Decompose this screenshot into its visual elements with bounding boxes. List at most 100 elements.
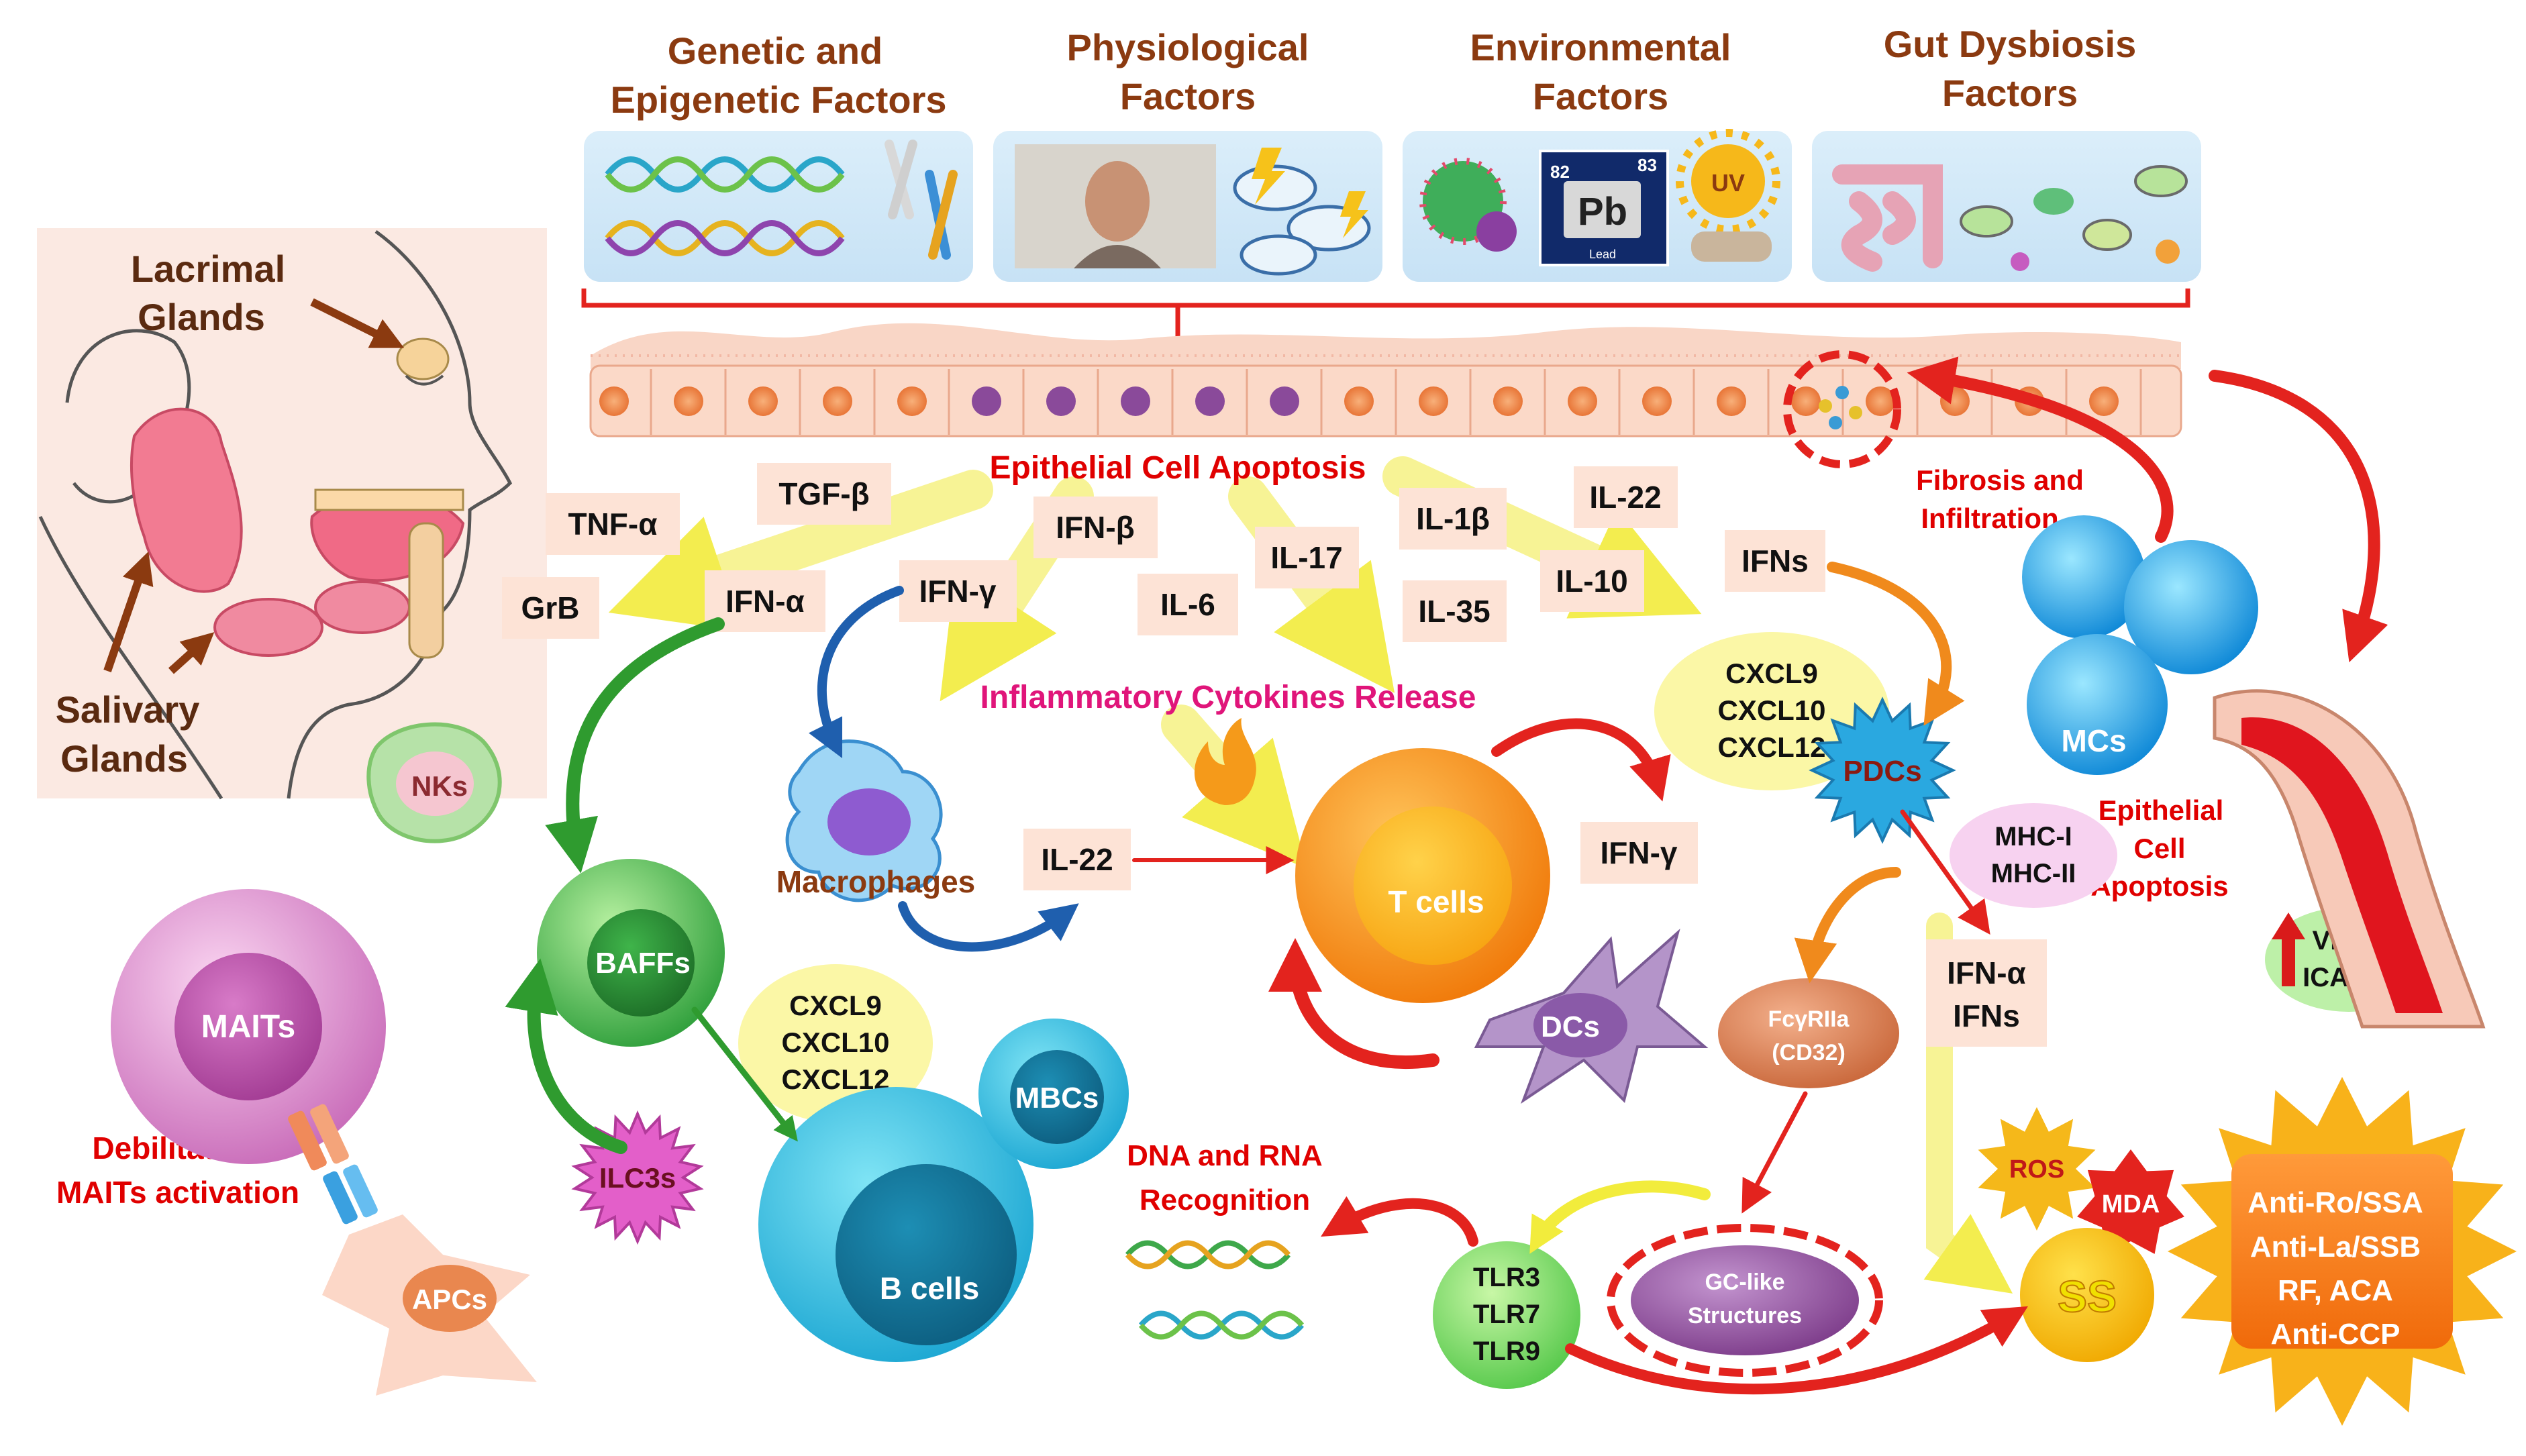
cytokine-ifna-ifns-line1: IFN-α [1947, 955, 2026, 990]
factor-genetic-line1: Genetic and [668, 30, 883, 72]
macrophage-label: Macrophages [776, 864, 976, 899]
apc-label: APCs [412, 1284, 487, 1315]
salivary-arrow-2 [168, 632, 215, 674]
epithelium [589, 323, 2182, 437]
cytokine-il22-mid-label: IL-22 [1041, 842, 1113, 877]
epithelial-cell-nucleus [1195, 386, 1225, 416]
tcr-receptor-icon [288, 1104, 378, 1225]
cytokine-ifna-label: IFN-α [725, 584, 805, 619]
factor-physiological-line1: Physiological [1067, 26, 1309, 68]
baff-cell: BAFFs [537, 859, 725, 1047]
cytokine-ifna-ifns-line2: IFNs [1953, 998, 2020, 1033]
lacrimal-gland [396, 337, 450, 386]
chemokine-left: CXCL9 CXCL10 CXCL12 [738, 964, 933, 1123]
t-cell-label: T cells [1388, 884, 1484, 919]
flame-icon [1194, 718, 1256, 805]
tlr-line1: TLR3 [1473, 1263, 1540, 1292]
up-arrow-icon [2272, 913, 2305, 986]
lacrimal-label: Lacrimal Glands [131, 248, 285, 338]
cytokine-grb: GrB [502, 577, 599, 639]
b-cell: B cells [758, 1087, 1033, 1362]
factor-genetic: Genetic and Epigenetic Factors [610, 30, 946, 121]
factor-gut-line1: Gut Dysbiosis [1884, 23, 2137, 65]
nk-cell: NKs [366, 722, 502, 843]
dna-rna-line1: DNA and RNA [1127, 1139, 1323, 1172]
chromosome-icon [885, 140, 958, 260]
green-arrows [505, 617, 798, 1154]
yellow-tlr-arrow [1529, 1180, 1711, 1254]
debilitated-line2: MAITs activation [56, 1175, 299, 1210]
dna-rna-helix-icon [1125, 1240, 1305, 1340]
factor-physiological-line2: Factors [1120, 75, 1256, 117]
salivary-gland-parotid [130, 407, 243, 593]
epithelial-right-line1: Epithelial [2099, 794, 2224, 826]
epithelial-cells [599, 369, 2142, 435]
fibrosis-heading: Fibrosis and Infiltration [1916, 464, 2084, 534]
stressed-person-icon [1085, 161, 1150, 242]
mhc-ellipse: MHC-I MHC-II [1950, 803, 2117, 908]
lead-element-icon: 82 83 Pb Lead [1539, 150, 1669, 266]
virus-icon [1419, 158, 1517, 252]
element-number-right: 83 [1637, 155, 1657, 175]
mbc-cell: MBCs [978, 1019, 1129, 1169]
epithelial-cell-nucleus [1121, 386, 1150, 416]
epithelial-cell-nucleus [1344, 386, 1374, 416]
epithelial-cell-nucleus [1642, 386, 1672, 416]
factor-gut-panel [1812, 131, 2201, 282]
cytokine-il17-label: IL-17 [1270, 540, 1342, 575]
cytokine-il6-label: IL-6 [1160, 587, 1215, 622]
epithelial-cell-nucleus [1568, 386, 1597, 416]
factor-environmental-panel: 82 83 Pb Lead UV [1403, 129, 1792, 282]
pdc-label: PDCs [1843, 755, 1921, 788]
antibody-line1: Anti-Ro/SSA [2247, 1186, 2423, 1219]
epithelial-right-line3: Apoptosis [2090, 870, 2228, 902]
epithelial-cell-nucleus [1419, 386, 1448, 416]
cytokine-ifng-label: IFN-γ [919, 574, 997, 609]
cytokine-ifnb: IFN-β [1033, 497, 1158, 558]
cytokine-il22-top: IL-22 [1574, 466, 1678, 528]
ros-burst: ROS [1978, 1107, 2096, 1231]
mda-label: MDA [2102, 1190, 2160, 1218]
cytokine-tgf: TGF-β [757, 463, 891, 525]
cytokine-ifns: IFNs [1725, 530, 1825, 592]
inflammatory-release-heading: Inflammatory Cytokines Release [980, 680, 1476, 715]
dna-rna-heading: DNA and RNA Recognition [1127, 1139, 1323, 1216]
factor-genetic-line2: Epigenetic Factors [610, 79, 946, 121]
factor-environmental-line1: Environmental [1470, 26, 1731, 68]
mc-label: MCs [2061, 723, 2126, 758]
dc-label: DCs [1541, 1010, 1600, 1043]
lacrimal-arrow [310, 298, 405, 348]
fc-line1: FcγRIIa [1768, 1006, 1850, 1032]
salivary-label: Salivary Glands [56, 688, 200, 780]
epithelial-apoptosis-heading: Epithelial Cell Apoptosis [990, 450, 1366, 486]
cytokine-il1b-label: IL-1β [1416, 501, 1490, 536]
epithelial-cell-nucleus [1866, 386, 1895, 416]
chemokine-left-line2: CXCL10 [781, 1027, 889, 1058]
cytokine-il17: IL-17 [1255, 527, 1359, 588]
epithelial-cell-nucleus [1791, 386, 1821, 416]
b-cell-label: B cells [880, 1271, 979, 1306]
gc-structures: GC-like Structures [1607, 1224, 1883, 1377]
salivary-line1: Salivary [56, 688, 200, 731]
epithelial-cell-nucleus [897, 386, 927, 416]
gc-line1: GC-like [1705, 1269, 1784, 1295]
nk-label: NKs [411, 770, 468, 802]
cytokine-il1b: IL-1β [1399, 488, 1507, 550]
ss-label: SS [2058, 1271, 2117, 1321]
epithelial-cell-nucleus [1940, 386, 1970, 416]
tongue [310, 488, 465, 659]
cytokine-tgf-label: TGF-β [778, 476, 869, 511]
cytokine-tnf-label: TNF-α [568, 507, 657, 541]
cytokine-ifna: IFN-α [705, 570, 825, 632]
lacrimal-line1: Lacrimal [131, 248, 285, 290]
cytokine-ifns-label: IFNs [1741, 543, 1809, 578]
chemokine-left-line1: CXCL9 [789, 990, 882, 1021]
factor-gut: Gut Dysbiosis Factors [1884, 23, 2137, 114]
epithelial-cell-nucleus [823, 386, 852, 416]
epithelial-right-line2: Cell [2133, 833, 2185, 864]
epithelial-cell-nucleus [1717, 386, 1746, 416]
cytokine-ifng-right-label: IFN-γ [1601, 835, 1678, 870]
epithelial-cell-nucleus [1270, 386, 1299, 416]
epithelial-cell-nucleus [1493, 386, 1523, 416]
